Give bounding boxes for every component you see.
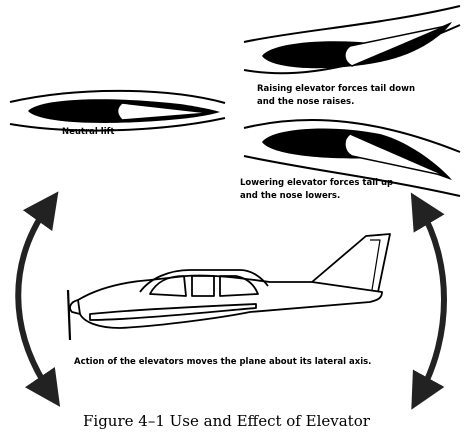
label-lowering-line2: and the nose lowers. bbox=[240, 191, 340, 201]
airfoil-raising bbox=[243, 5, 461, 75]
label-raising-line1: Raising elevator forces tail down bbox=[257, 84, 415, 94]
nose-spinner bbox=[69, 299, 81, 315]
airfoil-neutral bbox=[9, 89, 226, 132]
airplane bbox=[66, 233, 391, 341]
airfoil-lowering bbox=[243, 119, 461, 197]
figure-caption: Figure 4–1 Use and Effect of Elevator bbox=[83, 412, 371, 430]
elevator-surface bbox=[344, 133, 447, 177]
wing bbox=[89, 303, 257, 321]
propeller bbox=[66, 289, 72, 341]
window-front bbox=[149, 275, 187, 297]
label-raising-line2: and the nose raises. bbox=[257, 97, 354, 107]
elevator-surface bbox=[344, 25, 447, 67]
cabin bbox=[139, 269, 269, 293]
label-neutral-lift: Neutral lift bbox=[62, 127, 114, 137]
fuselage bbox=[77, 274, 383, 329]
window-rear bbox=[219, 275, 259, 297]
tail-fin bbox=[311, 233, 391, 293]
pitch-arrow-right bbox=[410, 192, 447, 410]
elevator-surface bbox=[116, 102, 211, 121]
window-middle bbox=[191, 275, 215, 297]
pitch-arrow-left bbox=[15, 191, 61, 407]
label-lowering-line1: Lowering elevator forces tail up bbox=[240, 178, 393, 188]
label-action: Action of the elevators moves the plane … bbox=[74, 357, 371, 367]
